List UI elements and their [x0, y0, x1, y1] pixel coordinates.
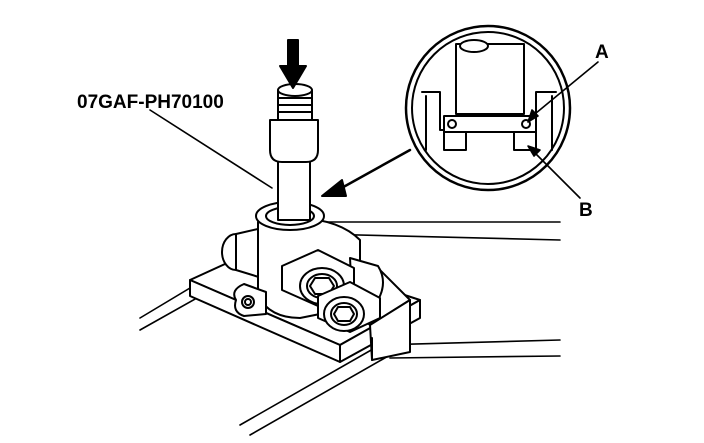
callout-b-label: B [579, 200, 593, 221]
hex-port-lower [317, 281, 381, 333]
tool-part-number-label: 07GAF-PH70100 [77, 92, 224, 113]
special-tool-driver [269, 83, 319, 221]
callout-leaders [527, 61, 599, 199]
detail-pointer-arrow [321, 148, 412, 197]
tool-leader-line [149, 109, 273, 189]
callout-a-label: A [595, 42, 609, 63]
press-arrow-icon [279, 39, 307, 89]
detail-magnifier [404, 24, 572, 192]
